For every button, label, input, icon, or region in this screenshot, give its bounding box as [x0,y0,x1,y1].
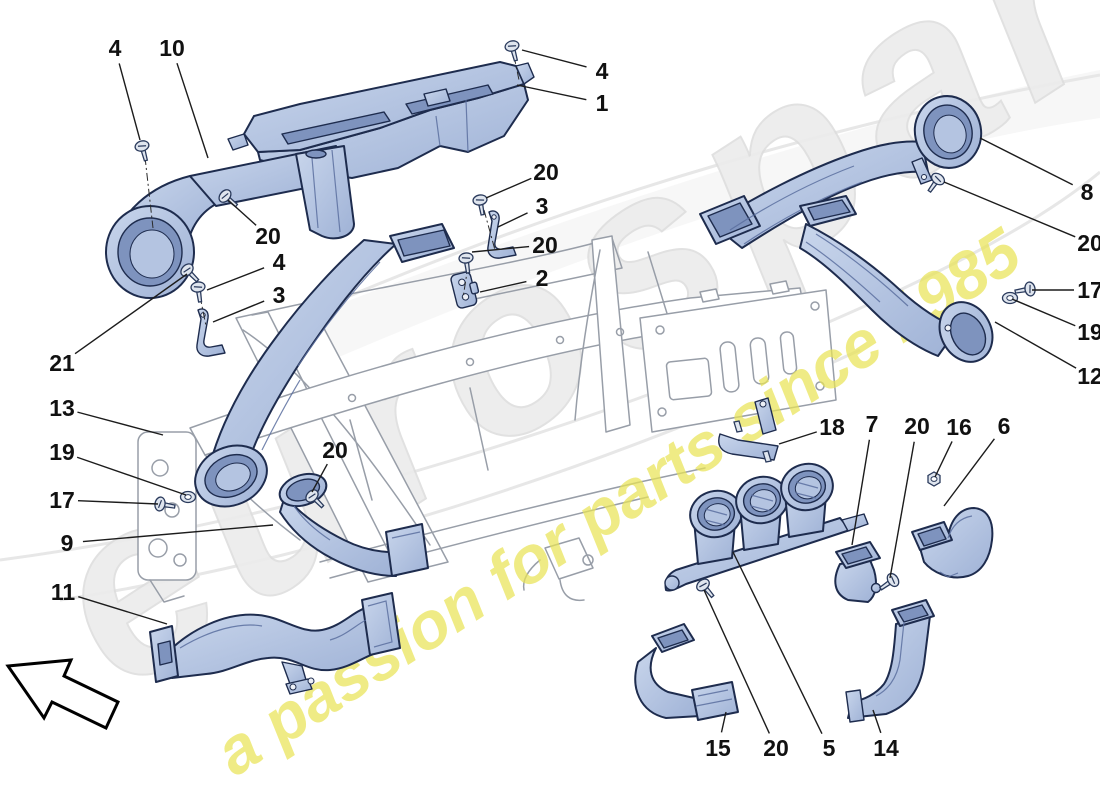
callout-label-20: 20 [533,159,559,185]
leader-line [720,711,727,733]
callout-label-20: 20 [904,413,930,439]
screw-icon [876,570,902,595]
side-mount-plate [137,431,197,603]
part-3-bracket [196,308,226,357]
leader-line [118,63,141,141]
leader-line [212,300,265,323]
callout-label-19: 19 [49,439,75,465]
leader-line [1011,298,1076,327]
callout-label-1: 1 [596,90,609,116]
callout-label-2: 2 [536,265,549,291]
part-12-duct [799,195,994,363]
leader-line [77,411,164,436]
part-11-duct [149,592,401,695]
callout-label-4: 4 [109,35,122,61]
callout-label-8: 8 [1081,179,1094,205]
part-5-vent-assembly [664,457,869,592]
callout-label-6: 6 [998,413,1011,439]
leader-line [76,456,187,496]
leader-line [521,49,587,68]
part-7-duct [834,541,882,603]
callout-label-17: 17 [49,487,75,513]
callout-label-16: 16 [946,414,972,440]
leader-line [889,441,915,579]
part-13-duct [194,223,455,508]
leader-line [485,177,532,199]
part-15-duct [634,623,739,721]
leader-line [82,524,274,543]
leader-line [516,84,587,101]
callout-label-9: 9 [61,530,74,556]
leader-line [471,245,530,253]
callout-label-4: 4 [273,249,286,275]
callout-label-15: 15 [705,735,731,761]
leader-line [497,212,528,228]
callout-label-20: 20 [255,223,281,249]
leader-line [77,499,159,505]
leader-line [74,273,188,355]
callout-label-10: 10 [159,35,185,61]
callout-label-11: 11 [51,579,76,605]
callout-label-13: 13 [49,395,75,421]
leader-line [227,199,257,226]
leader-line [851,439,871,546]
leader-line [732,551,823,734]
part-18-bracket [718,397,779,463]
direction-arrow-icon [5,658,120,731]
leader-line [703,589,771,734]
nut-icon [927,471,941,487]
leader-line [206,267,265,291]
part-10-duct [105,145,355,299]
callout-label-17: 17 [1077,277,1100,303]
callout-label-18: 18 [819,414,845,440]
leader-line [479,280,527,293]
callout-label-20: 20 [763,735,789,761]
callout-label-3: 3 [273,282,286,308]
callout-label-20: 20 [1077,230,1100,256]
callout-label-21: 21 [49,350,75,376]
leader-line [994,321,1077,369]
callout-label-19: 19 [1077,319,1100,345]
screw-icon [189,280,208,304]
callout-label-3: 3 [536,193,549,219]
callout-label-14: 14 [873,735,899,761]
part-14-duct [845,599,935,723]
washer-icon [1001,291,1019,305]
part-6-duct [911,507,994,579]
part-2-bracket [450,271,480,309]
leader-line [979,137,1074,186]
leader-line [778,431,817,445]
callout-label-20: 20 [322,437,348,463]
leader-line [872,709,882,734]
screw-icon [133,138,154,163]
dashboard-frame [137,235,837,603]
screw-icon [503,38,524,63]
callout-label-4: 4 [596,58,609,84]
callout-label-20: 20 [532,232,558,258]
callout-label-7: 7 [866,411,879,437]
leader-line [311,463,328,493]
callout-label-12: 12 [1077,363,1100,389]
callout-label-5: 5 [823,735,836,761]
leader-line [943,438,995,507]
leader-line [78,596,168,625]
leader-line [943,181,1076,238]
leader-line [934,441,953,478]
leader-line [176,62,209,159]
